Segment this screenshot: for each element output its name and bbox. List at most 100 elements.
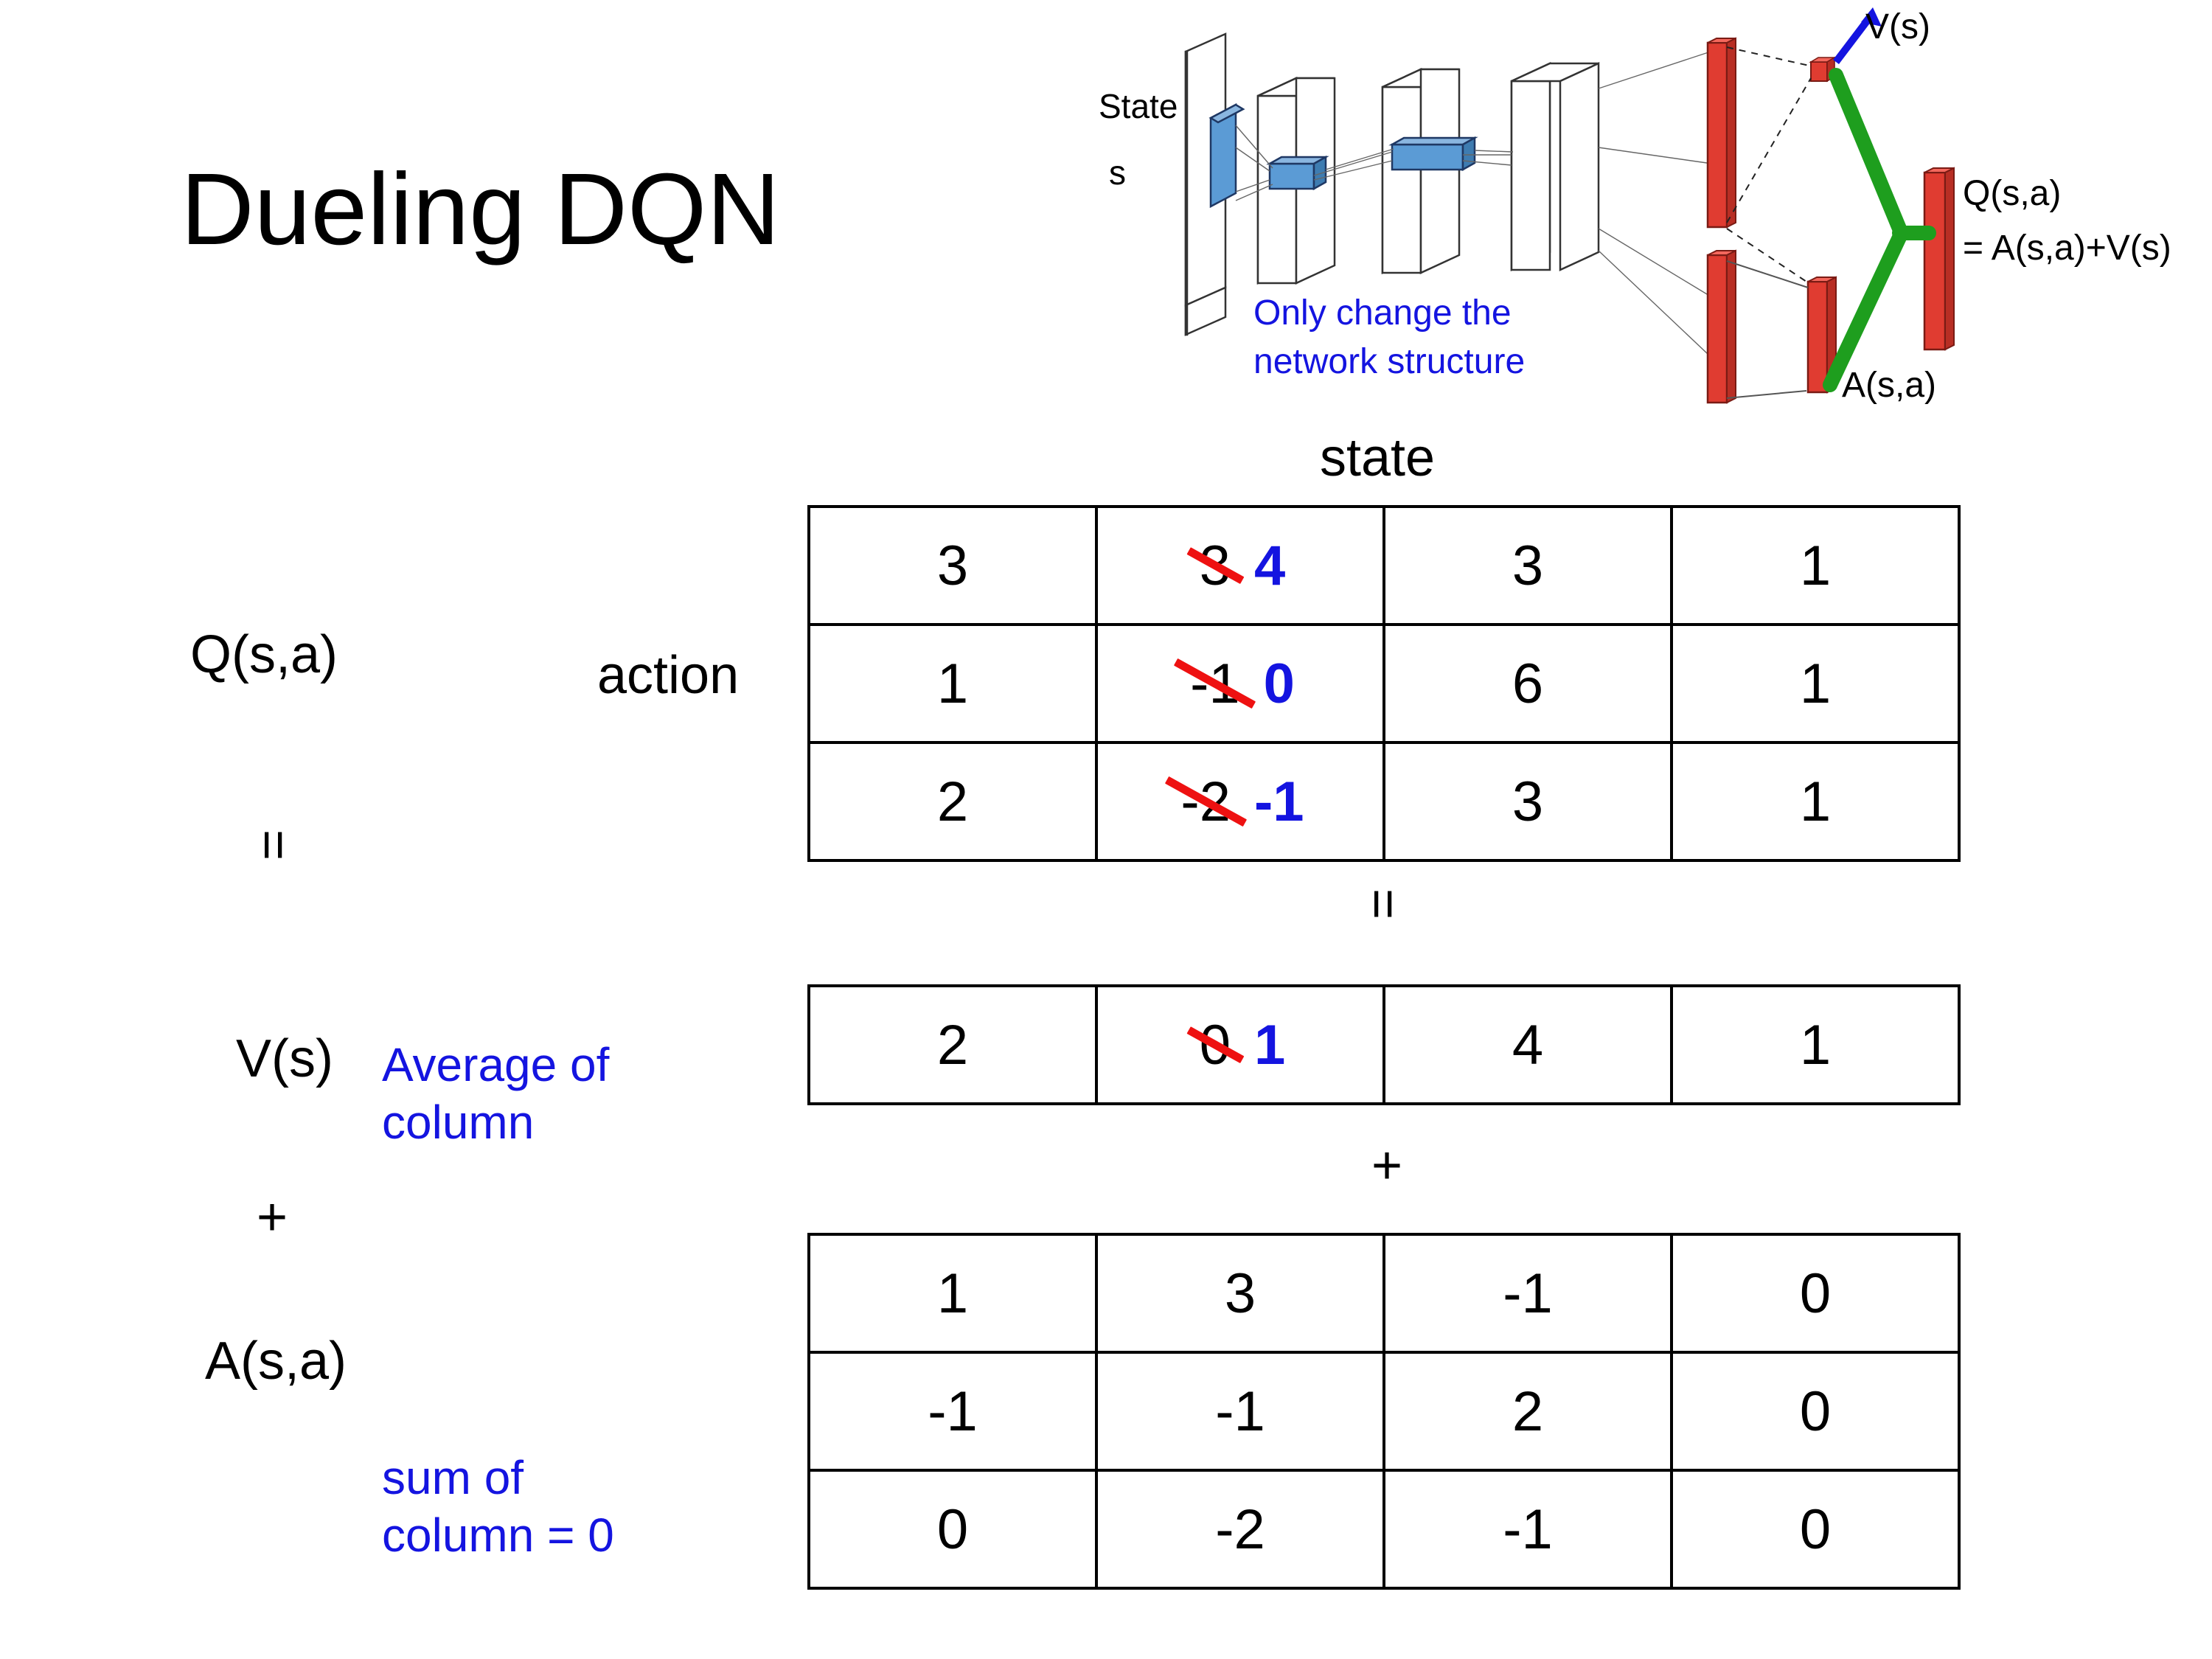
cell-content: 6	[1512, 652, 1543, 716]
cell-value: 1	[1799, 534, 1832, 597]
cell-value: 0	[1799, 1498, 1832, 1561]
cell-content: -2 -1	[1176, 770, 1304, 834]
struck-value: -2	[1176, 770, 1235, 834]
table-cell: 1	[1670, 741, 1961, 862]
table-cell: 3	[807, 505, 1098, 626]
average-of-column-note: Average of column	[382, 1038, 610, 1150]
table-cell: 0	[1670, 1351, 1961, 1472]
equals-operator-left: =	[244, 829, 304, 861]
v-function-label: V(s)	[236, 1029, 333, 1088]
cell-content: -1 0	[1186, 652, 1295, 716]
cell-value: 1	[1799, 1013, 1832, 1077]
cell-content: 1	[1800, 770, 1831, 834]
table-cell: -2	[1095, 1469, 1385, 1590]
cell-value: 3	[1224, 1262, 1256, 1325]
table-cell: 0	[1670, 1233, 1961, 1354]
struck-value: -1	[1186, 652, 1245, 716]
table-cell: 1	[1670, 505, 1961, 626]
note-line2: network structure	[1253, 342, 1525, 381]
cell-value: 1	[1799, 652, 1832, 715]
cell-content: 3	[1512, 534, 1543, 598]
state-label-line1: State	[1099, 87, 1178, 125]
cell-content: 3	[1512, 770, 1543, 834]
cell-value: 3	[1512, 770, 1544, 833]
note-line1: Only change the	[1253, 293, 1512, 333]
cell-value: 1	[936, 1262, 969, 1325]
cell-value: 0	[1799, 1380, 1832, 1443]
cell-content: 2	[1512, 1380, 1543, 1444]
action-axis-label: action	[597, 646, 740, 705]
cell-content: 3	[1225, 1262, 1256, 1326]
cell-content: -1	[1503, 1498, 1553, 1562]
table-cell: 3	[1382, 505, 1673, 626]
table-cell: 6	[1382, 623, 1673, 744]
cell-content: -2	[1215, 1498, 1265, 1562]
table-cell: 1	[1670, 623, 1961, 744]
cell-content: 3	[937, 534, 968, 598]
table-cell: 4	[1382, 984, 1673, 1105]
cell-value: -1	[1503, 1498, 1553, 1561]
cell-value: 0	[936, 1498, 969, 1561]
cell-content: 0	[1800, 1498, 1831, 1562]
table-cell: 1	[807, 623, 1098, 744]
cell-content: 2	[937, 770, 968, 834]
cell-content: 1	[1800, 1013, 1831, 1077]
table-cell: 2	[1382, 1351, 1673, 1472]
cell-value: 0	[1799, 1262, 1832, 1325]
cell-content: 0	[1800, 1380, 1831, 1444]
cell-content: 1	[1800, 534, 1831, 598]
cell-content: 4	[1512, 1013, 1543, 1077]
a-function-label: A(s,a)	[205, 1332, 347, 1391]
cell-content: 0	[1800, 1262, 1831, 1326]
cell-content: 0	[937, 1498, 968, 1562]
cell-value: -1	[1215, 1380, 1265, 1443]
plus-operator-middle: +	[1371, 1136, 1403, 1195]
cell-value: 6	[1512, 652, 1544, 715]
equals-operator-middle: =	[1354, 888, 1413, 920]
cell-content: 1	[1800, 652, 1831, 716]
cell-content: 1	[937, 1262, 968, 1326]
cell-value: 3	[936, 534, 969, 597]
a-output-label: A(s,a)	[1842, 366, 1936, 405]
cell-value: 1	[936, 652, 969, 715]
cell-content: -1	[1215, 1380, 1265, 1444]
cell-value: 4	[1512, 1013, 1544, 1077]
cell-value: -2	[1215, 1498, 1265, 1561]
q-output-label-line2: = A(s,a)+V(s)	[1963, 229, 2171, 268]
table-cell: 1	[1670, 984, 1961, 1105]
table-cell: 1	[807, 1233, 1098, 1354]
cell-value: -1	[928, 1380, 978, 1443]
updated-value: -1	[1254, 770, 1304, 833]
table-cell: -1 0	[1095, 623, 1385, 744]
cell-content: 1	[937, 652, 968, 716]
table-cell: 0	[1670, 1469, 1961, 1590]
cell-value: 2	[1512, 1380, 1544, 1443]
table-row: -1 -1 2 0	[807, 1351, 1961, 1472]
struck-value: 3	[1195, 534, 1235, 598]
table-cell: 3	[1382, 741, 1673, 862]
state-axis-label: state	[1320, 428, 1436, 487]
table-cell: 0	[807, 1469, 1098, 1590]
updated-value: 0	[1263, 652, 1295, 715]
sum-of-column-note: sum of column = 0	[382, 1451, 614, 1562]
updated-value: 4	[1254, 534, 1286, 597]
cell-value: 2	[936, 770, 969, 833]
table-cell: -1	[1095, 1351, 1385, 1472]
state-label-line2: s	[1109, 153, 1126, 192]
cell-content: -1	[928, 1380, 978, 1444]
v-output-label: V(s)	[1865, 7, 1930, 46]
table-cell: -1	[1382, 1469, 1673, 1590]
dueling-network-diagram: State s Only change the network structur…	[1099, 7, 2205, 406]
table-cell: -1	[807, 1351, 1098, 1472]
updated-value: 1	[1254, 1013, 1286, 1077]
table-cell: -2 -1	[1095, 741, 1385, 862]
plus-operator-left: +	[257, 1188, 288, 1247]
